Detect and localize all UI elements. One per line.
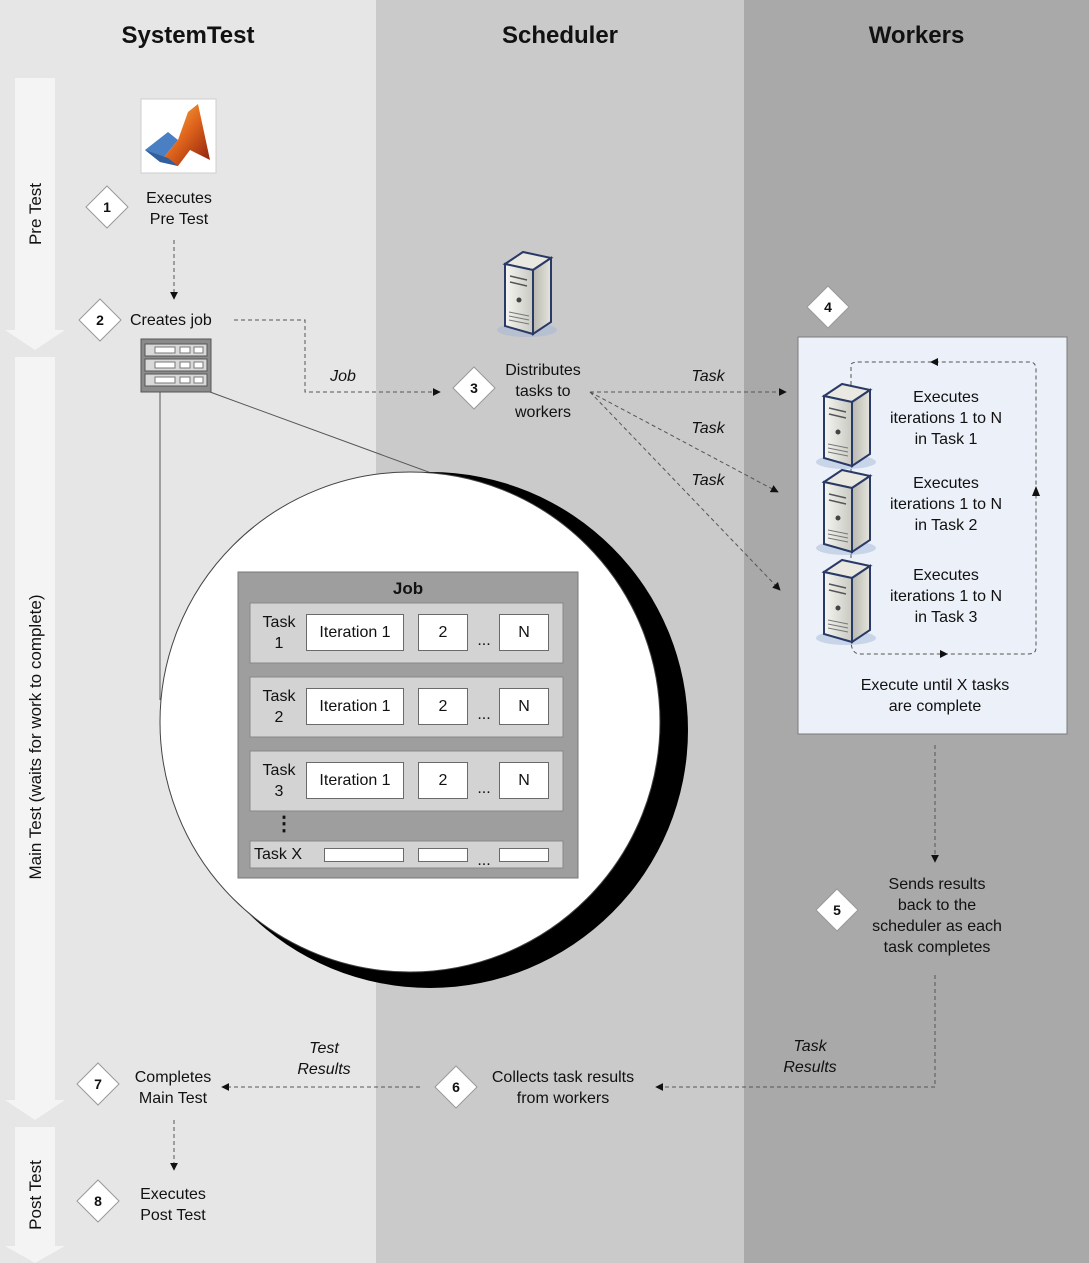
step-3-number: 3 xyxy=(470,380,478,396)
step-diamonds xyxy=(76,185,859,1223)
step-5-diamond xyxy=(815,888,859,932)
systemtest-header: SystemTest xyxy=(121,22,255,49)
step-2-text: Creates job xyxy=(130,312,212,329)
main-test-phase-arrow xyxy=(5,357,65,1120)
task-3-iteration-2-cell: 2 xyxy=(418,762,468,799)
worker-loop-path xyxy=(850,361,1037,655)
loop-arrow-right xyxy=(1032,486,1040,496)
job-detail-title: Job xyxy=(392,579,424,598)
job-stack-icon xyxy=(140,338,212,393)
worker-2-server-icon xyxy=(815,469,877,556)
worker-3-server-icon xyxy=(815,559,877,646)
pre-test-phase-arrow xyxy=(5,78,65,350)
arrow-task-2 xyxy=(589,391,779,493)
post-test-label: Post Test xyxy=(26,1160,45,1230)
task-2-dots: ... xyxy=(477,706,491,723)
task-arrow-label-3: Task xyxy=(691,472,725,489)
step-3-diamond xyxy=(452,366,496,410)
flow-arrows xyxy=(170,240,939,1171)
step-6-number: 6 xyxy=(452,1079,460,1095)
task-vertical-dots: ⋮ xyxy=(274,813,294,835)
task-arrow-label-2: Task xyxy=(691,420,725,437)
task-3-iteration-1-cell: Iteration 1 xyxy=(306,762,404,799)
scheduler-header: Scheduler xyxy=(501,22,619,49)
task-1-iteration-1-cell: Iteration 1 xyxy=(306,614,404,651)
loop-arrow-top xyxy=(930,358,938,366)
task-3-iteration-n-cell: N xyxy=(499,762,549,799)
task-2-iteration-n-cell: N xyxy=(499,688,549,725)
step-6-diamond xyxy=(434,1065,478,1109)
task-x-cell-2 xyxy=(418,848,468,862)
task-2-iteration-1-cell: Iteration 1 xyxy=(306,688,404,725)
arrow-task-3 xyxy=(589,391,781,591)
task-1-iteration-n-cell: N xyxy=(499,614,549,651)
step-5-number: 5 xyxy=(833,902,841,918)
workers-header: Workers xyxy=(868,22,965,49)
arrow-task-results xyxy=(655,975,936,1091)
step-7-number: 7 xyxy=(94,1076,102,1092)
task-x-dots: ... xyxy=(477,852,491,869)
task-x-cell-n xyxy=(499,848,549,862)
task-3-dots: ... xyxy=(477,780,491,797)
pre-test-label: Pre Test xyxy=(26,182,45,246)
worker-1-server-icon xyxy=(815,383,877,470)
task-x-cell-1 xyxy=(324,848,404,862)
task-1-dots: ... xyxy=(477,632,491,649)
step-8-number: 8 xyxy=(94,1193,102,1209)
arrow-job-to-scheduler xyxy=(234,319,441,396)
loop-arrow-bottom xyxy=(940,650,948,658)
step-1-diamond xyxy=(85,185,129,229)
task-x-name: Task X xyxy=(254,846,303,863)
job-detail-panel xyxy=(237,571,579,879)
step-4-diamond xyxy=(806,285,850,329)
main-test-label: Main Test (waits for work to complete) xyxy=(26,594,45,880)
task-arrow-label-1: Task xyxy=(691,368,725,385)
job-arrow-label: Job xyxy=(330,368,356,385)
post-test-phase-arrow xyxy=(5,1127,65,1263)
scheduler-server-icon xyxy=(496,251,558,338)
step-1-number: 1 xyxy=(103,199,111,215)
step-4-number: 4 xyxy=(824,299,832,315)
matlab-logo-icon xyxy=(140,98,217,174)
step-8-diamond xyxy=(76,1179,120,1223)
step-2-number: 2 xyxy=(96,312,104,328)
task-1-iteration-2-cell: 2 xyxy=(418,614,468,651)
step-7-diamond xyxy=(76,1062,120,1106)
task-2-iteration-2-cell: 2 xyxy=(418,688,468,725)
step-2-diamond xyxy=(78,298,122,342)
